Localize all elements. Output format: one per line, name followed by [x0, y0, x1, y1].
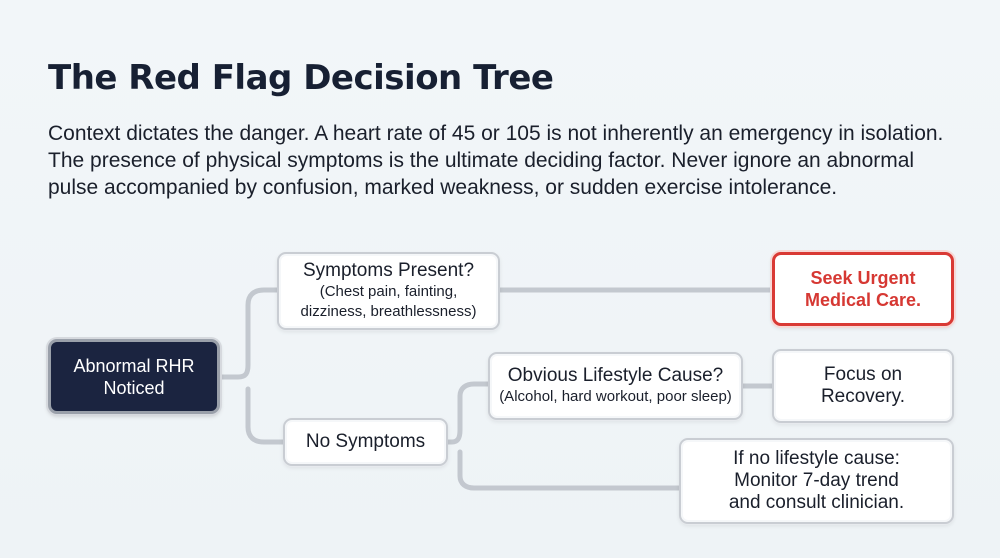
no-symptoms-label: No Symptoms [305, 431, 426, 452]
urgent-care-line-2: Medical Care. [804, 290, 922, 310]
symptoms-question: Symptoms Present? [302, 260, 475, 281]
lifestyle-cause-node: Obvious Lifestyle Cause? (Alcohol, hard … [488, 352, 743, 420]
recovery-line-1: Focus on [823, 364, 903, 385]
connector-no-symptoms-split [444, 381, 683, 491]
recovery-line-2: Recovery. [820, 386, 906, 407]
symptoms-details-line-2: dizziness, breathlessness) [300, 303, 477, 320]
urgent-care-node: Seek Urgent Medical Care. [772, 252, 954, 326]
connector-start-split [217, 287, 287, 445]
monitor-line-3: and consult clinician. [728, 492, 905, 513]
start-node-line-2: Noticed [103, 377, 165, 398]
recovery-node: Focus on Recovery. [772, 349, 954, 423]
monitor-trend-node: If no lifestyle cause: Monitor 7-day tre… [679, 438, 954, 524]
urgent-care-line-1: Seek Urgent [810, 268, 916, 288]
symptoms-present-node: Symptoms Present? (Chest pain, fainting,… [277, 252, 500, 330]
monitor-line-2: Monitor 7-day trend [734, 470, 899, 491]
start-node-line-1: Abnormal RHR [73, 355, 195, 376]
symptoms-details-line-1: (Chest pain, fainting, [319, 283, 458, 300]
monitor-line-1: If no lifestyle cause: [733, 448, 900, 469]
start-node-abnormal-rhr: Abnormal RHR Noticed [48, 339, 220, 414]
intro-paragraph: Context dictates the danger. A heart rat… [48, 122, 944, 199]
lifestyle-question: Obvious Lifestyle Cause? [507, 365, 724, 386]
no-symptoms-node: No Symptoms [283, 418, 448, 466]
lifestyle-details: (Alcohol, hard workout, poor sleep) [499, 388, 732, 405]
page-title: The Red Flag Decision Tree [48, 58, 554, 98]
